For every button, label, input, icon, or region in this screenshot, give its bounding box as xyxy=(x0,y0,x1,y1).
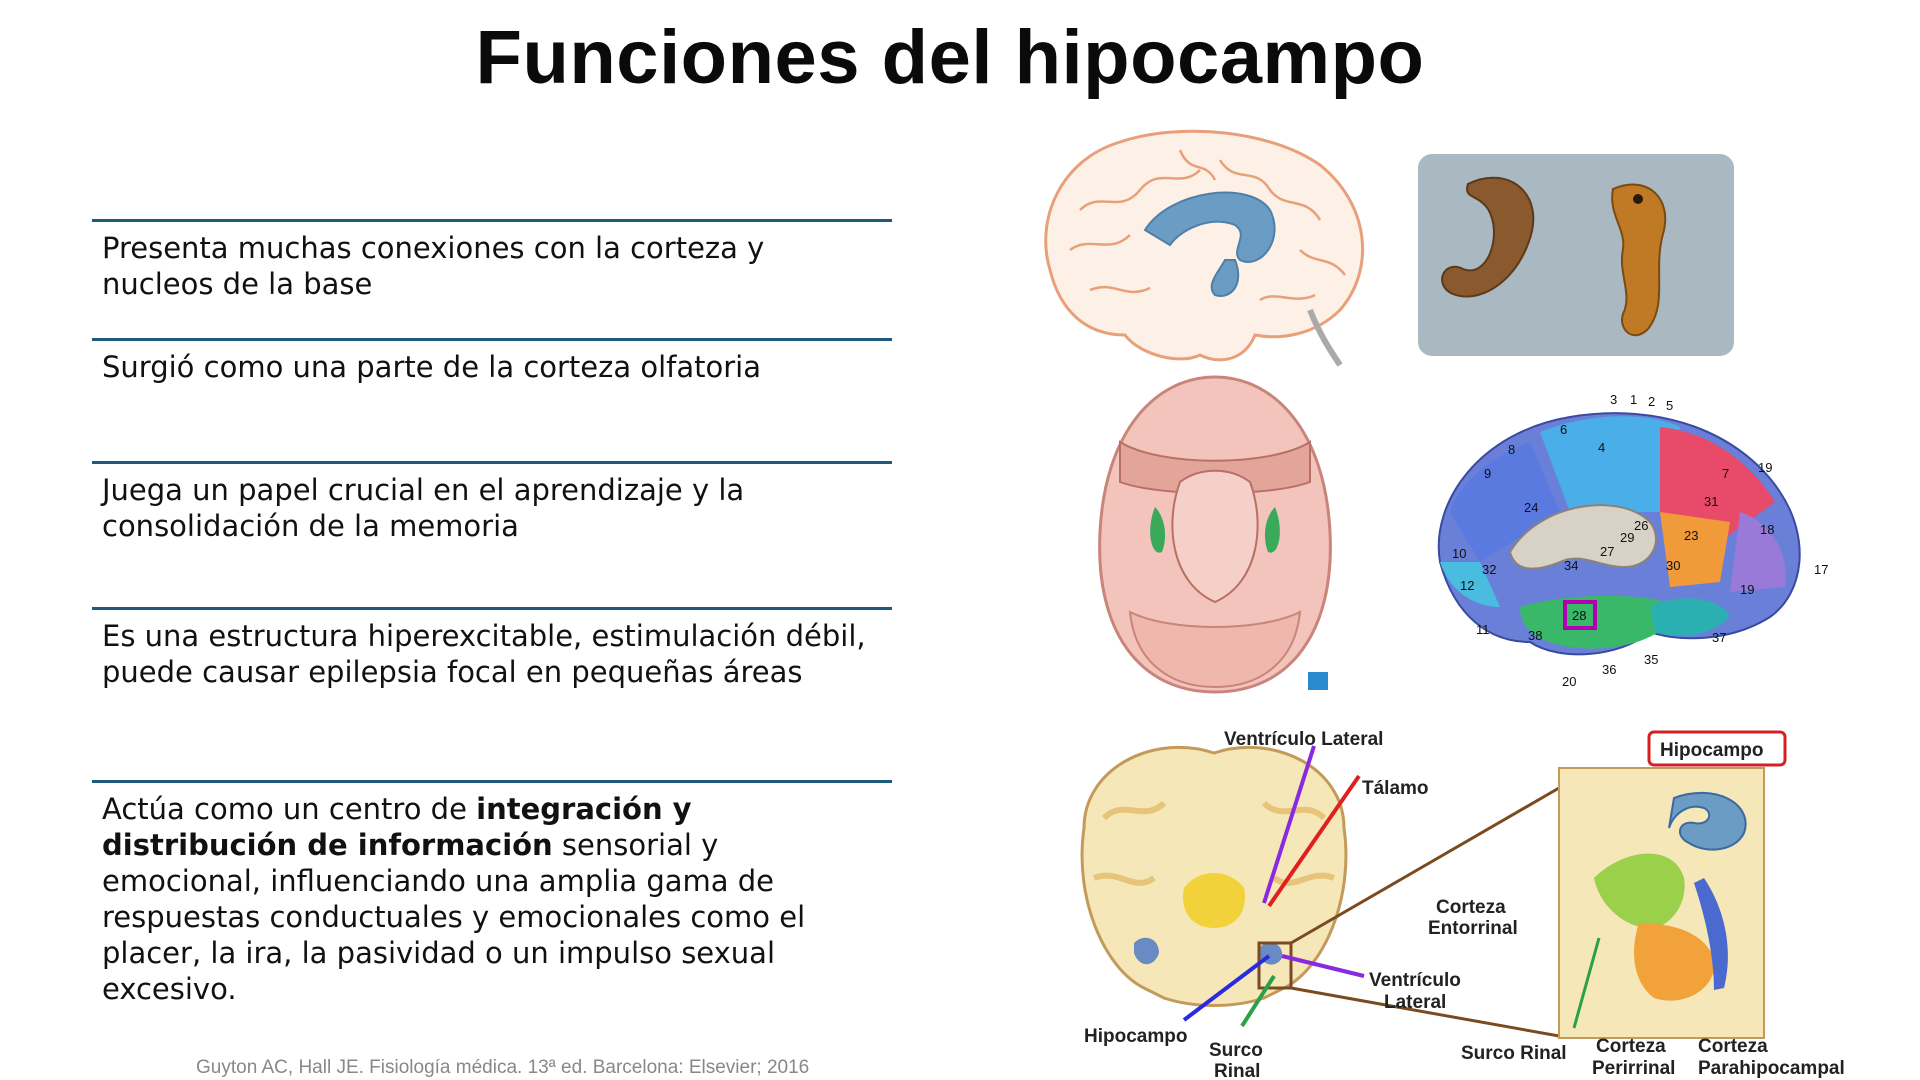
brodmann-number: 35 xyxy=(1644,652,1658,667)
point-text-post: sensorial y emocional, influenciando una… xyxy=(102,828,806,1006)
brodmann-number: 12 xyxy=(1460,578,1474,593)
brodmann-number: 24 xyxy=(1524,500,1538,515)
label-corteza-parahipocampal-2: Parahipocampal xyxy=(1698,1058,1845,1079)
brodmann-number: 3 xyxy=(1610,392,1617,407)
brodmann-number: 34 xyxy=(1564,558,1578,573)
point-text: Es una estructura hiperexcitable, estimu… xyxy=(102,619,866,689)
brodmann-number: 23 xyxy=(1684,528,1698,543)
seahorse-eye-icon xyxy=(1633,194,1643,204)
brodmann-number: 1 xyxy=(1630,392,1637,407)
brain-lateral-hippocampus-figure xyxy=(1044,129,1365,367)
point-text: Presenta muchas conexiones con la cortez… xyxy=(102,231,765,301)
brodmann-number: 30 xyxy=(1666,558,1680,573)
brodmann-number: 11 xyxy=(1476,622,1490,637)
brodmann-number: 10 xyxy=(1452,546,1466,561)
brodmann-number: 9 xyxy=(1484,466,1491,481)
brodmann-number: 26 xyxy=(1634,518,1648,533)
label-ventriculo-lateral-bottom-2: Lateral xyxy=(1384,992,1446,1013)
brain-inferior-view-figure xyxy=(1098,375,1332,694)
label-corteza-entorrinal-2: Entorrinal xyxy=(1428,918,1518,939)
brodmann-number: 29 xyxy=(1620,530,1634,545)
brodmann-number: 2 xyxy=(1648,394,1655,409)
point-text: Surgió como una parte de la corteza olfa… xyxy=(102,350,761,384)
brodmann-number: 28 xyxy=(1572,608,1586,623)
label-talamo: Tálamo xyxy=(1362,778,1429,799)
point-olfactory-origin: Surgió como una parte de la corteza olfa… xyxy=(92,338,892,385)
brodmann-number: 8 xyxy=(1508,442,1515,457)
point-memory: Juega un papel crucial en el aprendizaje… xyxy=(92,461,892,544)
brodmann-number: 4 xyxy=(1598,440,1605,455)
point-text: Juega un papel crucial en el aprendizaje… xyxy=(102,473,745,543)
point-text-pre: Actúa como un centro de xyxy=(102,792,477,826)
label-hipocampo-left: Hipocampo xyxy=(1084,1026,1187,1047)
label-surco-rinal-left-2: Rinal xyxy=(1214,1061,1260,1080)
brodmann-number: 19 xyxy=(1740,582,1754,597)
brodmann-number: 6 xyxy=(1560,422,1567,437)
label-surco-rinal-right: Surco Rinal xyxy=(1461,1043,1567,1064)
brodmann-number: 17 xyxy=(1814,562,1828,577)
slide-title: Funciones del hipocampo xyxy=(475,15,1425,100)
label-corteza-parahipocampal-1: Corteza xyxy=(1698,1036,1768,1057)
coronal-section-diagram: Ventrículo Lateral Tálamo Hipocampo Cort… xyxy=(1080,729,1845,1080)
point-connections: Presenta muchas conexiones con la cortez… xyxy=(92,219,892,302)
citation: Guyton AC, Hall JE. Fisiología médica. 1… xyxy=(196,1057,810,1078)
brodmann-number: 37 xyxy=(1712,630,1726,645)
brodmann-number: 36 xyxy=(1602,662,1616,677)
point-integration: Actúa como un centro de integración y di… xyxy=(92,780,892,1007)
brodmann-number: 18 xyxy=(1760,522,1774,537)
point-epilepsy: Es una estructura hiperexcitable, estimu… xyxy=(92,607,892,690)
label-corteza-entorrinal-1: Corteza xyxy=(1436,897,1506,918)
brodmann-number: 27 xyxy=(1600,544,1614,559)
point-text: Actúa como un centro de integración y di… xyxy=(92,783,892,1007)
brodmann-number: 19 xyxy=(1758,460,1772,475)
brodmann-number-labels: 3 1 2 5 6 4 8 7 19 9 24 31 18 26 29 23 1… xyxy=(1452,392,1828,689)
brodmann-number: 5 xyxy=(1666,398,1673,413)
hippocampus-seahorse-photo xyxy=(1418,154,1734,356)
brodmann-number: 32 xyxy=(1482,562,1496,577)
hipocampo-label-box xyxy=(1647,730,1787,767)
label-hipocampo-box: Hipocampo xyxy=(1660,740,1763,761)
area-28-highlight xyxy=(1563,600,1597,630)
label-ventriculo-lateral-top: Ventrículo Lateral xyxy=(1224,729,1383,750)
point-text-bold: integración y distribución de informació… xyxy=(102,792,692,862)
brodmann-areas-figure: 3 1 2 5 6 4 8 7 19 9 24 31 18 26 29 23 1… xyxy=(1437,392,1828,689)
brodmann-number: 7 xyxy=(1722,466,1729,481)
brodmann-number: 31 xyxy=(1704,494,1718,509)
label-corteza-perirrinal-1: Corteza xyxy=(1596,1036,1666,1057)
label-surco-rinal-left-1: Surco xyxy=(1209,1040,1263,1061)
label-corteza-perirrinal-2: Perirrinal xyxy=(1592,1058,1675,1079)
brodmann-number: 20 xyxy=(1562,674,1576,689)
label-ventriculo-lateral-bottom-1: Ventrículo xyxy=(1369,970,1461,991)
brodmann-number: 38 xyxy=(1528,628,1542,643)
